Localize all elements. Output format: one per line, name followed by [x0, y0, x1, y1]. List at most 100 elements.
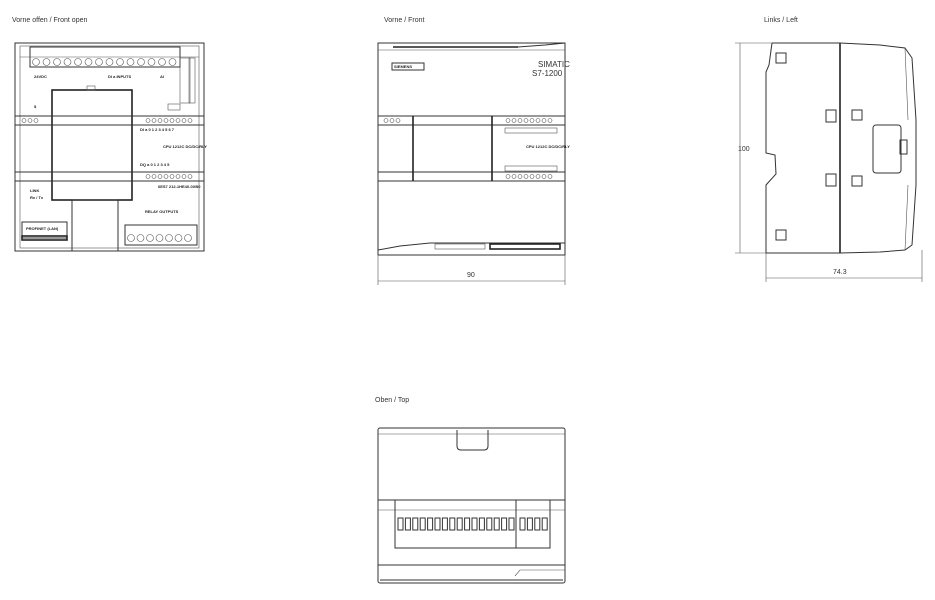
screw-icon: [158, 58, 166, 66]
screw-icon: [168, 58, 177, 66]
led-icon: [27, 118, 33, 123]
screw-icon: [137, 58, 145, 66]
led-icon: [389, 118, 395, 123]
svg-text:DI a 0 1 2 3 4 5 6 7: DI a 0 1 2 3 4 5 6 7: [140, 127, 175, 132]
led-icon: [395, 118, 401, 123]
terminal-icon: [427, 517, 434, 531]
led-icon: [169, 174, 175, 179]
status-leds: [21, 118, 39, 123]
screw-icon: [84, 58, 93, 66]
bottom-terminal-screws: [127, 234, 192, 242]
svg-text:SIEMENS: SIEMENS: [394, 64, 412, 69]
svg-text:6ES7 212-1HE40-0XB0: 6ES7 212-1HE40-0XB0: [158, 184, 201, 189]
screw-icon: [126, 58, 135, 66]
led-icon: [517, 118, 523, 123]
io-leds: [145, 118, 193, 179]
terminal-icon: [478, 517, 485, 531]
led-icon: [541, 118, 547, 123]
led-icon: [145, 174, 151, 179]
screw-icon: [32, 58, 40, 66]
terminal-icon: [526, 517, 533, 531]
io-leds: [505, 118, 553, 179]
brand-label: SIMATIC: [538, 60, 570, 69]
terminal-icon: [412, 517, 419, 531]
screw-icon: [95, 58, 103, 66]
screw-icon: [63, 58, 72, 66]
terminal-block: [397, 517, 548, 531]
led-icon: [157, 174, 163, 179]
top-view: Oben / Top: [375, 397, 566, 584]
left-title: Links / Left: [764, 17, 798, 24]
led-icon: [175, 118, 181, 123]
svg-text:24VDC: 24VDC: [34, 74, 47, 79]
led-icon: [383, 118, 389, 123]
svg-text:DQ a 0 1 2 3 4 5: DQ a 0 1 2 3 4 5: [140, 162, 170, 167]
led-icon: [187, 118, 193, 123]
led-icon: [169, 118, 175, 123]
front-open-view: Vorne offen / Front open 24VDC DI a INPU…: [12, 17, 207, 252]
led-icon: [145, 118, 151, 123]
led-icon: [535, 174, 541, 179]
front-view: Vorne / Front SIEMENS SIMATIC S7-1200 CP…: [377, 17, 570, 285]
screw-icon: [146, 234, 154, 242]
left-view: Links / Left 100 74.3: [735, 17, 923, 282]
led-icon: [541, 174, 547, 179]
screw-icon: [105, 58, 114, 66]
width-dimension: 90: [467, 272, 475, 279]
terminal-icon: [501, 517, 508, 531]
svg-text:CPU 1212C DC/DC/RLY: CPU 1212C DC/DC/RLY: [526, 144, 570, 149]
svg-text:RELAY OUTPUTS: RELAY OUTPUTS: [145, 209, 179, 214]
led-icon: [523, 174, 529, 179]
model-label: S7-1200: [532, 69, 563, 78]
led-icon: [517, 174, 523, 179]
terminal-icon: [404, 517, 411, 531]
svg-text:LINK: LINK: [30, 188, 39, 193]
svg-text:CPU 1212C DC/DC/RLY: CPU 1212C DC/DC/RLY: [163, 144, 207, 149]
led-icon: [163, 118, 169, 123]
led-icon: [535, 118, 541, 123]
terminal-icon: [434, 517, 441, 531]
screw-icon: [165, 234, 173, 242]
terminal-icon: [419, 517, 426, 531]
front-title: Vorne / Front: [384, 17, 425, 24]
terminal-icon: [397, 517, 404, 531]
svg-text:Rx / Tx: Rx / Tx: [30, 195, 44, 200]
screw-icon: [136, 234, 145, 242]
led-icon: [547, 174, 553, 179]
terminal-icon: [449, 517, 456, 531]
led-icon: [511, 174, 517, 179]
terminal-icon: [519, 517, 526, 531]
svg-text:$: $: [34, 104, 37, 109]
svg-text:AI: AI: [160, 74, 164, 79]
terminal-icon: [471, 517, 478, 531]
terminal-icon: [493, 517, 500, 531]
led-icon: [21, 118, 27, 123]
screw-icon: [127, 234, 135, 242]
led-icon: [187, 174, 193, 179]
led-icon: [33, 118, 39, 123]
led-icon: [163, 174, 169, 179]
terminal-icon: [541, 517, 548, 531]
screw-icon: [184, 234, 192, 242]
terminal-icon: [508, 517, 515, 531]
terminal-icon: [441, 517, 448, 531]
svg-text:PROFINET (LAN): PROFINET (LAN): [26, 226, 59, 231]
screw-icon: [74, 58, 82, 66]
terminal-icon: [486, 517, 493, 531]
led-icon: [529, 174, 535, 179]
svg-text:DI a INPUTS: DI a INPUTS: [108, 74, 131, 79]
front-open-title: Vorne offen / Front open: [12, 17, 87, 24]
depth-dimension: 74.3: [833, 269, 847, 276]
led-icon: [151, 174, 157, 179]
screw-icon: [53, 58, 61, 66]
terminal-icon: [464, 517, 471, 531]
led-icon: [505, 118, 511, 123]
screw-icon: [42, 58, 51, 66]
screw-icon: [174, 234, 183, 242]
screw-icon: [147, 58, 156, 66]
led-icon: [547, 118, 553, 123]
screw-icon: [155, 234, 164, 242]
terminal-icon: [456, 517, 463, 531]
terminal-icon: [534, 517, 541, 531]
